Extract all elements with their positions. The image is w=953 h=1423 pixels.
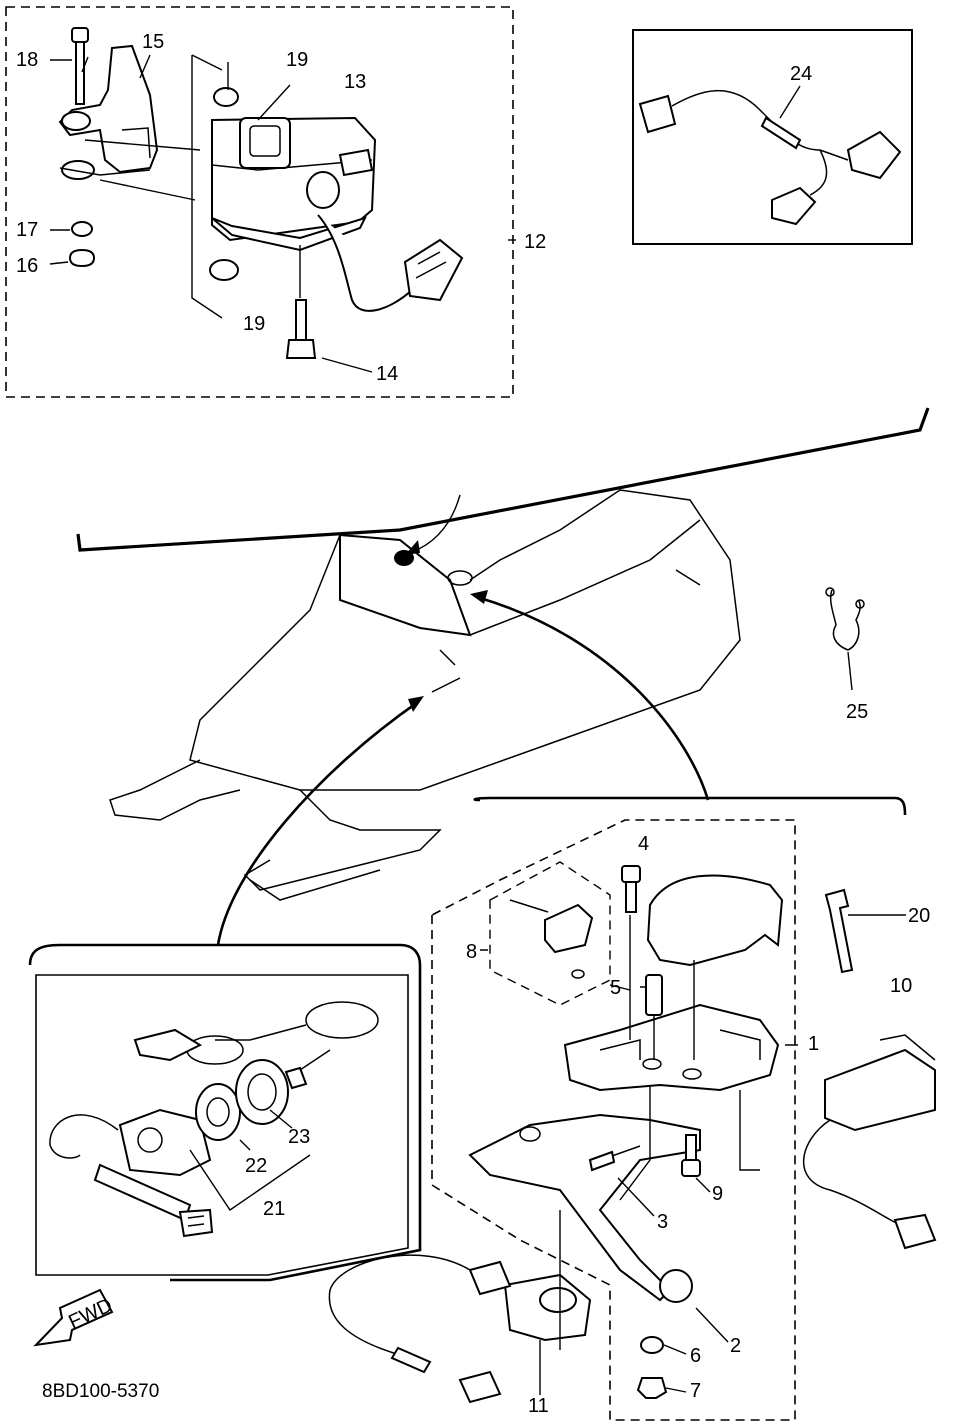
nut-22 [195, 1083, 241, 1141]
connector-10 [802, 1034, 937, 1250]
callout-4: 4 [638, 833, 649, 855]
callout-14: 14 [376, 363, 398, 385]
callout-20: 20 [908, 905, 930, 927]
callout-15: 15 [142, 31, 164, 53]
bolt-18 [71, 27, 89, 105]
callout-2: 2 [730, 1335, 741, 1357]
callout-21: 21 [263, 1198, 285, 1220]
callout-9: 9 [712, 1183, 723, 1205]
callout-13: 13 [344, 71, 366, 93]
switch-box-13 [211, 116, 377, 252]
screw-14 [285, 299, 317, 359]
key-lanyard [133, 1001, 379, 1071]
washer-6 [640, 1336, 664, 1354]
cable-tie-20 [824, 888, 854, 974]
connector-12 [403, 238, 464, 302]
throttle-lever-2 [468, 1113, 701, 1303]
diagram-code: 8BD100-5370 [42, 1381, 159, 1402]
nut-16 [68, 248, 96, 268]
harness-24 [638, 89, 902, 226]
washer-17 [71, 221, 93, 237]
kill-switch-8 [489, 861, 611, 1006]
clip-25 [825, 587, 865, 691]
callout-3: 3 [657, 1211, 668, 1233]
callout-23: 23 [288, 1126, 310, 1148]
throttle-assembly-1 [328, 796, 937, 1421]
key-switch-21 [49, 1108, 214, 1238]
callout-7: 7 [690, 1380, 701, 1402]
callout-25: 25 [846, 701, 868, 723]
callout-12: 12 [524, 231, 546, 253]
callout-19-top: 19 [286, 49, 308, 71]
box-assembly-12 [5, 6, 516, 398]
grommet-19-bottom [209, 259, 239, 281]
grommet-19-top [213, 87, 239, 107]
cap-23 [235, 1059, 308, 1125]
key-switch-box [28, 943, 422, 1282]
throttle-housing-1 [563, 1003, 780, 1092]
harness-box-24 [632, 29, 913, 245]
callout-5: 5 [610, 977, 621, 999]
snowmobile-body [76, 407, 930, 901]
callout-24: 24 [790, 63, 812, 85]
callout-18: 18 [16, 49, 38, 71]
bolt-9 [681, 1134, 701, 1177]
nut-7 [636, 1377, 668, 1399]
callout-17: 17 [16, 219, 38, 241]
screw-4 [621, 865, 641, 913]
screw-3 [588, 1145, 641, 1172]
callout-22: 22 [245, 1155, 267, 1177]
throttle-sensor-11 [328, 1254, 592, 1404]
callout-8: 8 [466, 941, 477, 963]
leader-arrow-key [216, 700, 419, 946]
callout-10: 10 [890, 975, 912, 997]
collar-5 [645, 974, 663, 1016]
callout-19-bottom: 19 [243, 313, 265, 335]
fwd-arrow: FWD [33, 1288, 116, 1347]
leader-arrow-lever [479, 596, 710, 801]
callout-11: 11 [528, 1395, 549, 1417]
callout-1: 1 [808, 1033, 819, 1055]
bracket-15 [58, 44, 159, 180]
callout-6: 6 [690, 1345, 701, 1367]
callout-16: 16 [16, 255, 38, 277]
cover [646, 874, 784, 967]
